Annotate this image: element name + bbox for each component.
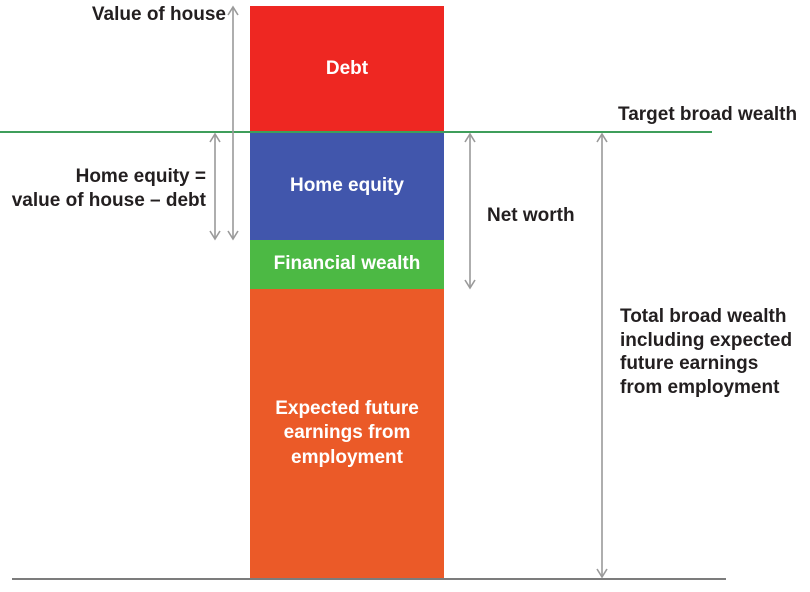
bar-segment-debt-label: Debt bbox=[325, 57, 369, 79]
annotation-target-broad-wealth: Target broad wealth bbox=[618, 104, 798, 125]
chart-baseline bbox=[12, 578, 726, 580]
bar-segment-debt: Debt bbox=[250, 6, 444, 132]
bar-segment-expected-future-earnings: Expected future earnings from employment bbox=[250, 289, 444, 578]
home-equity-measure-arrow bbox=[207, 132, 223, 241]
target-broad-wealth-line bbox=[0, 131, 712, 133]
annotation-home-equity-formula: Home equity = value of house – debt bbox=[11, 166, 206, 211]
net-worth-measure-arrow bbox=[462, 132, 478, 290]
bar-segment-home-equity-label: Home equity bbox=[289, 175, 405, 197]
value-of-house-measure-arrow bbox=[225, 5, 241, 241]
annotation-total-broad-wealth: Total broad wealth including expected fu… bbox=[620, 306, 793, 398]
annotation-value-of-house: Value of house bbox=[91, 4, 226, 25]
total-broad-wealth-measure-arrow bbox=[594, 132, 610, 579]
bar-segment-financial-wealth: Financial wealth bbox=[250, 240, 444, 289]
bar-segment-home-equity: Home equity bbox=[250, 133, 444, 240]
bar-segment-financial-wealth-label: Financial wealth bbox=[273, 253, 421, 275]
annotation-net-worth: Net worth bbox=[487, 205, 575, 226]
bar-segment-expected-future-earnings-label: Expected future earnings from employment bbox=[275, 398, 419, 468]
